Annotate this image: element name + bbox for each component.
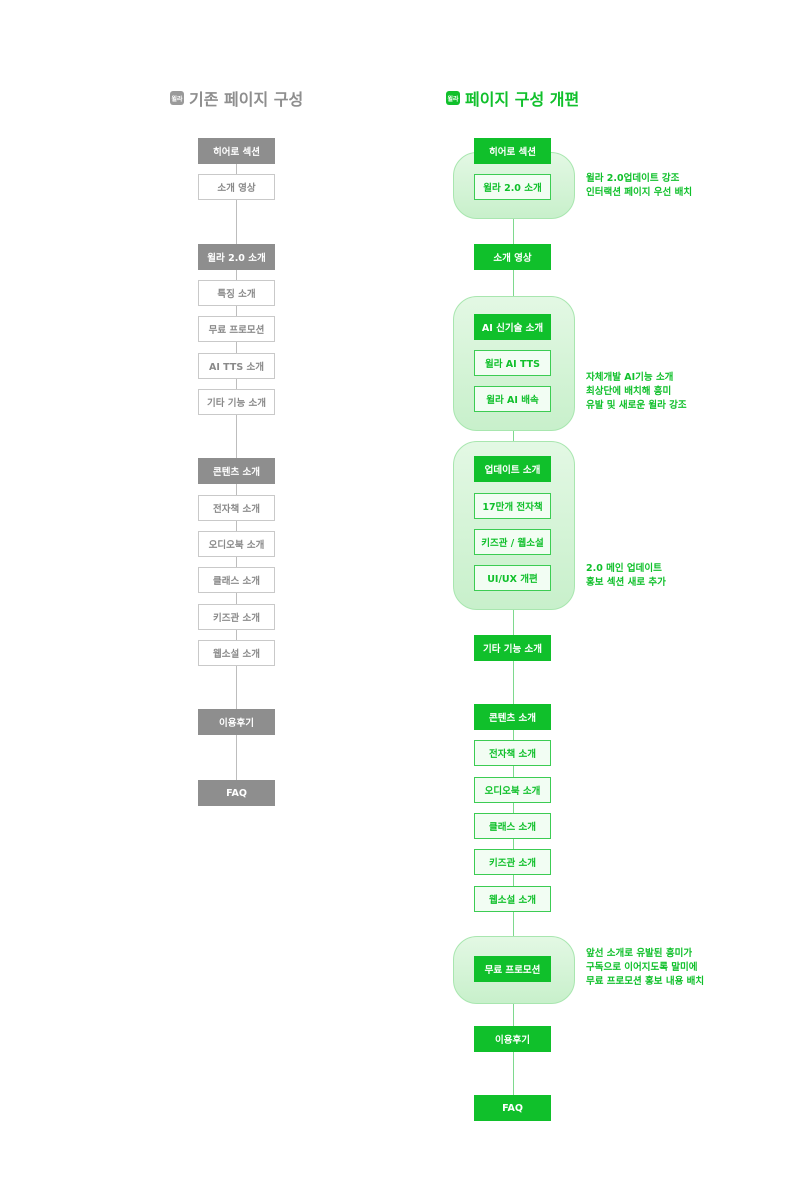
revised-section-reviews: 이용후기 (474, 1026, 551, 1052)
note-ai: 자체개발 AI기능 소개 최상단에 배치해 흥미 유발 및 새로운 윌라 강조 (586, 371, 687, 413)
existing-section-features: 특징 소개 (198, 280, 275, 306)
existing-section-kids: 키즈관 소개 (198, 604, 275, 630)
note-line: 앞선 소개로 유발된 흥미가 (586, 948, 693, 959)
existing-structure-title-text: 기존 페이지 구성 (189, 90, 304, 109)
revised-section-ebook: 전자책 소개 (474, 740, 551, 766)
note-line: 유발 및 새로운 윌라 강조 (586, 400, 687, 411)
existing-section-other-features: 기타 기능 소개 (198, 389, 275, 415)
existing-section-intro-video: 소개 영상 (198, 174, 275, 200)
existing-section-willa2: 윌라 2.0 소개 (198, 244, 275, 270)
existing-section-hero: 히어로 섹션 (198, 138, 275, 164)
willa-badge-icon: 윌라 (446, 91, 460, 105)
revised-section-update: 업데이트 소개 (474, 456, 551, 482)
revised-section-kids-webnovel: 키즈관 / 웹소설 (474, 529, 551, 555)
revised-connector-line (513, 150, 514, 1110)
revised-section-ai-tts: 윌라 AI TTS (474, 350, 551, 376)
revised-section-faq: FAQ (474, 1095, 551, 1121)
existing-section-class: 클래스 소개 (198, 567, 275, 593)
revised-section-class: 클래스 소개 (474, 813, 551, 839)
revised-section-intro-video: 소개 영상 (474, 244, 551, 270)
existing-section-faq: FAQ (198, 780, 275, 806)
revised-structure-title-text: 페이지 구성 개편 (465, 90, 580, 109)
note-line: 인터랙션 페이지 우선 배치 (586, 187, 693, 198)
existing-section-ai-tts: AI TTS 소개 (198, 353, 275, 379)
revised-section-ai-speed: 윌라 AI 배속 (474, 386, 551, 412)
note-line: 2.0 메인 업데이트 (586, 563, 662, 574)
note-line: 홍보 섹션 새로 추가 (586, 577, 666, 588)
existing-structure-title: 윌라 기존 페이지 구성 (170, 86, 303, 110)
note-line: 무료 프로모션 홍보 내용 배치 (586, 976, 705, 987)
existing-section-ebook: 전자책 소개 (198, 495, 275, 521)
note-line: 최상단에 배치해 흥미 (586, 386, 672, 397)
existing-section-contents: 콘텐츠 소개 (198, 458, 275, 484)
existing-section-free-promo: 무료 프로모션 (198, 316, 275, 342)
revised-section-willa2: 윌라 2.0 소개 (474, 174, 551, 200)
revised-section-free-promo: 무료 프로모션 (474, 956, 551, 982)
existing-section-audiobook: 오디오북 소개 (198, 531, 275, 557)
note-willa2: 윌라 2.0업데이트 강조 인터랙션 페이지 우선 배치 (586, 172, 692, 200)
revised-section-contents: 콘텐츠 소개 (474, 704, 551, 730)
revised-structure-title: 윌라 페이지 구성 개편 (446, 86, 579, 110)
revised-section-uiux: UI/UX 개편 (474, 565, 551, 591)
revised-section-ai-tech: AI 신기술 소개 (474, 314, 551, 340)
existing-section-reviews: 이용후기 (198, 709, 275, 735)
revised-section-other-features: 기타 기능 소개 (474, 635, 551, 661)
note-promotion: 앞선 소개로 유발된 흥미가 구독으로 이어지도록 말미에 무료 프로모션 홍보… (586, 947, 704, 989)
revised-section-webnovel: 웹소설 소개 (474, 886, 551, 912)
revised-section-audiobook: 오디오북 소개 (474, 777, 551, 803)
note-line: 윌라 2.0업데이트 강조 (586, 173, 680, 184)
revised-section-hero: 히어로 섹션 (474, 138, 551, 164)
revised-section-kids: 키즈관 소개 (474, 849, 551, 875)
revised-section-170k-ebooks: 17만개 전자책 (474, 493, 551, 519)
willa-badge-icon: 윌라 (170, 91, 184, 105)
note-line: 자체개발 AI기능 소개 (586, 372, 674, 383)
note-update: 2.0 메인 업데이트 홍보 섹션 새로 추가 (586, 562, 666, 590)
note-line: 구독으로 이어지도록 말미에 (586, 962, 698, 973)
existing-section-webnovel: 웹소설 소개 (198, 640, 275, 666)
